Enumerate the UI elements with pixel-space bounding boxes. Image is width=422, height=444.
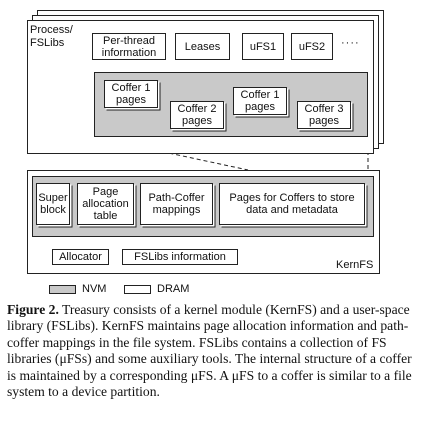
page-allocation-table-box: Page allocation table	[77, 183, 134, 225]
legend-nvm-swatch	[49, 285, 76, 294]
leases-box: Leases	[175, 33, 230, 60]
coffer1-pages-box-left: Coffer 1 pages	[104, 80, 158, 108]
super-block-box: Super block	[36, 183, 70, 225]
caption-text: Treasury consists of a kernel module (Ke…	[7, 302, 412, 400]
per-thread-information-box: Per-thread information	[92, 33, 166, 60]
kernfs-label: KernFS	[336, 259, 374, 271]
allocator-box: Allocator	[52, 249, 109, 265]
figure-caption: Figure 2. Treasury consists of a kernel …	[7, 302, 417, 400]
coffer3-pages-box: Coffer 3 pages	[297, 101, 351, 129]
pages-for-coffers-box: Pages for Coffers to store data and meta…	[219, 183, 365, 225]
path-coffer-mappings-box: Path-Coffer mappings	[140, 183, 213, 225]
ufs1-box: uFS1	[242, 33, 284, 60]
legend-nvm-label: NVM	[82, 283, 107, 295]
coffer1-pages-box-right: Coffer 1 pages	[233, 87, 287, 115]
ufs2-box: uFS2	[291, 33, 333, 60]
coffer2-pages-box: Coffer 2 pages	[170, 101, 224, 129]
fslibs-information-box: FSLibs information	[122, 249, 238, 265]
figure-label: Figure 2.	[7, 302, 59, 317]
legend-dram-swatch	[124, 285, 151, 294]
ellipsis: ····	[341, 37, 360, 49]
process-fslibs-label: Process/ FSLibs	[30, 24, 73, 49]
legend-dram-label: DRAM	[157, 283, 190, 295]
